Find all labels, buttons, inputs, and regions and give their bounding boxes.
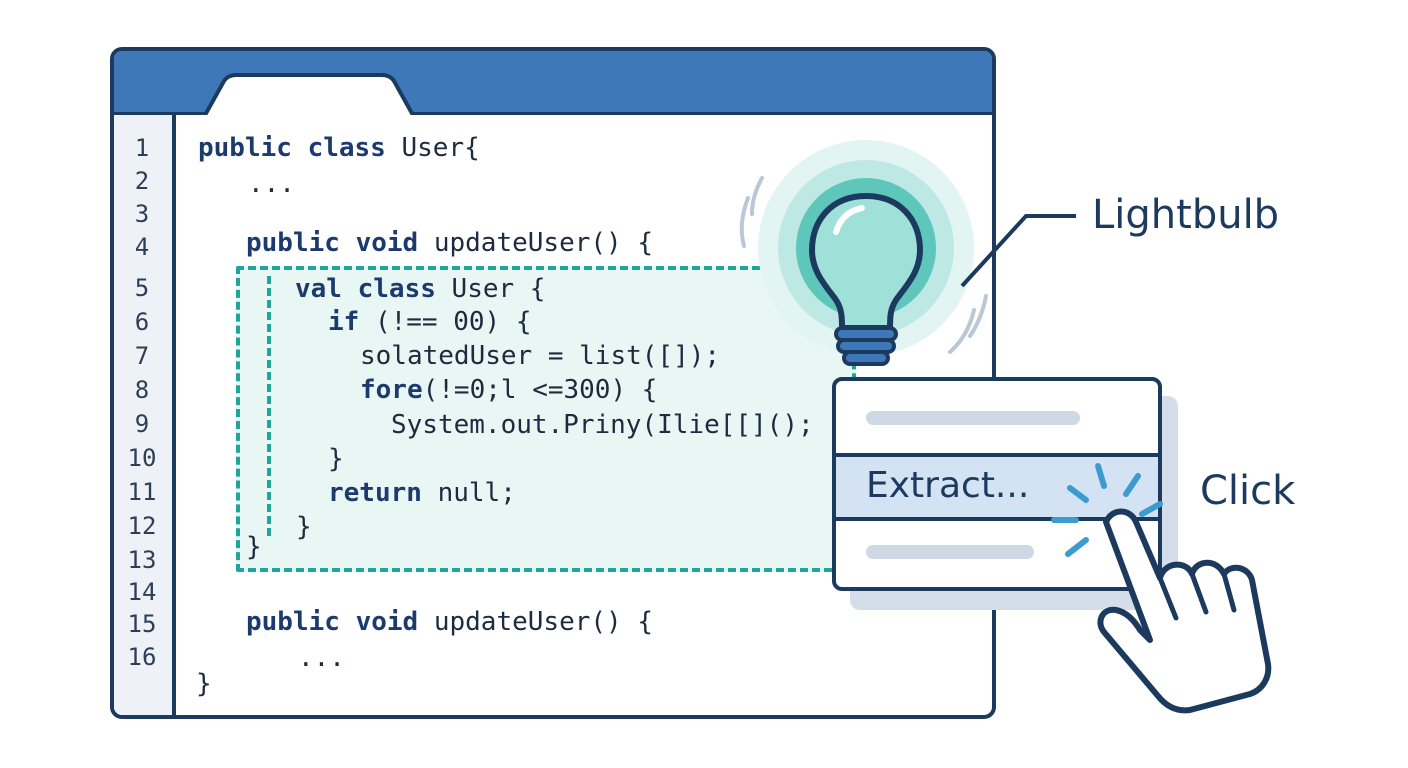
code-line: public void updateUser() { [246,228,653,258]
editor-tab[interactable] [114,51,996,115]
line-number: 13 [127,546,157,574]
line-number: 16 [127,643,157,671]
line-number: 10 [127,444,157,472]
code-line: public class User{ [198,133,480,163]
line-number: 6 [134,308,150,336]
line-number: 14 [127,578,157,606]
line-number: 1 [134,134,150,162]
line-number: 3 [134,200,150,228]
title-bar [114,51,992,115]
code-line: fore(!=0;l <=300) { [360,375,658,405]
code-line: } [296,512,312,542]
code-line: System.out.Priny(Ilie[[](); [391,410,814,440]
hand-pointer-icon [1097,508,1272,714]
lightbulb-callout-line [960,214,1076,288]
line-number: 7 [134,342,150,370]
line-number: 4 [134,233,150,261]
code-line: } [196,669,212,699]
code-line: ... [298,643,345,673]
code-line: solatedUser = list([]); [360,341,721,371]
selected-code-region[interactable] [236,266,856,572]
click-burst-icon [1051,463,1163,557]
code-line: } [328,444,344,474]
code-line: if (!== 00) { [328,307,532,337]
line-number: 8 [134,376,150,404]
line-number: 11 [127,478,157,506]
line-number: 9 [134,410,150,438]
code-line: ... [248,169,295,199]
menu-item-placeholder[interactable] [866,545,1034,559]
code-line: public void updateUser() { [246,607,653,637]
code-line: return null; [328,478,516,508]
line-number-gutter [114,115,176,715]
context-menu: Extract... [832,377,1162,591]
menu-item-label: Extract... [866,465,1030,506]
code-line: val class User { [295,274,546,304]
line-number: 2 [134,167,150,195]
code-line: } [246,532,262,562]
line-number: 15 [127,610,157,638]
indent-guide [267,276,271,536]
line-number: 12 [127,512,157,540]
menu-item-placeholder[interactable] [866,411,1080,425]
line-number: 5 [134,274,150,302]
click-label: Click [1200,468,1296,514]
lightbulb-label: Lightbulb [1092,192,1280,238]
lightbulb-icon[interactable] [739,140,988,366]
